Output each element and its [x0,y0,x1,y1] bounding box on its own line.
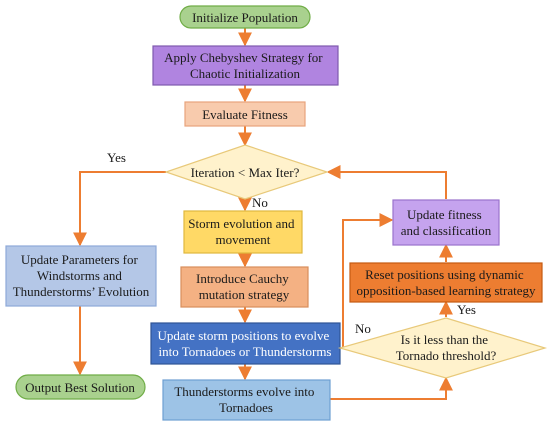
chebyshev-line-0: Apply Chebyshev Strategy for [164,50,323,65]
params-line-2: Thunderstorms’ Evolution [13,284,150,299]
node-chebyshev: Apply Chebyshev Strategy for Chaotic Ini… [152,45,339,86]
svg-text:Iteration < Max Iter?: Iteration < Max Iter? [191,165,300,180]
update-storm-line-0: Update storm positions to evolve [157,328,329,343]
node-reset-positions: Reset positions using dynamic opposition… [349,262,543,303]
tornado-line-0: Is it less than the [401,332,489,347]
storm-line-0: Storm evolution and [188,216,295,231]
node-initialize-population: Initialize Population [179,5,311,29]
svg-text:Evaluate Fitness: Evaluate Fitness [202,107,288,122]
svg-text:Update fitness and class: Update fitness and classification [401,207,492,238]
evaluate-line-0: Evaluate Fitness [202,107,288,122]
arrow-thunder-to-tornado-check [330,376,453,400]
svg-text:Storm evolution and move: Storm evolution and movement [188,216,297,247]
svg-text:Thunderstorms evolve into: Thunderstorms evolve into Tornadoes [174,384,317,415]
params-line-1: Windstorms and [37,268,123,283]
thunder-line-1: Tornadoes [219,400,273,415]
label-iteration-no: No [252,195,268,210]
node-iteration-decision: Iteration < Max Iter? [164,144,329,200]
cauchy-line-0: Introduce Cauchy [196,271,289,286]
svg-text:Reset positions using dynamic: Reset positions using dynamic opposition… [356,267,536,298]
svg-text:Apply Chebyshev Strategy for: Apply Chebyshev Strategy for Chaotic Ini… [164,50,326,81]
node-evaluate-fitness: Evaluate Fitness [184,101,306,127]
thunder-line-0: Thunderstorms evolve into [174,384,314,399]
tornado-line-1: Tornado threshold? [396,348,497,363]
node-update-storm-positions: Update storm positions to evolve into To… [150,322,341,365]
update-storm-line-1: into Tornadoes or Thunderstorms [158,344,331,359]
node-update-parameters: Update Parameters for Windstorms and Thu… [5,245,157,307]
svg-text:Introduce Cauchy mutatio: Introduce Cauchy mutation strategy [196,271,292,302]
label-tornado-no: No [355,321,371,336]
arrow-iteration-yes-to-params [73,171,166,247]
label-tornado-yes: Yes [457,302,476,317]
node-storm-evolution: Storm evolution and movement [183,210,303,254]
chebyshev-line-1: Chaotic Initialization [190,66,301,81]
svg-text:Is it less than the Torn: Is it less than the Tornado threshold? [396,332,497,363]
node-output-best-solution: Output Best Solution [15,374,146,400]
update-fitness-line-1: and classification [401,223,492,238]
iteration-line-0: Iteration < Max Iter? [191,165,300,180]
svg-text:Update Parameters for Wi: Update Parameters for Windstorms and Thu… [13,252,150,299]
arrow-update-fitness-to-iteration [326,165,447,199]
svg-text:Update storm positions to evol: Update storm positions to evolve into To… [157,328,332,359]
reset-line-0: Reset positions using dynamic [365,267,524,282]
params-line-0: Update Parameters for [21,252,139,267]
node-tornado-threshold-decision: Is it less than the Tornado threshold? [337,317,548,379]
init-line-0: Initialize Population [192,10,298,25]
storm-line-1: movement [216,232,271,247]
svg-text:Initialize Population: Initialize Population [192,10,298,25]
output-line-0: Output Best Solution [25,380,135,395]
update-fitness-line-0: Update fitness [407,207,482,222]
node-update-fitness: Update fitness and classification [392,199,500,246]
cauchy-line-1: mutation strategy [199,287,290,302]
label-iteration-yes: Yes [107,150,126,165]
svg-text:Output Best Solution: Output Best Solution [25,380,135,395]
node-cauchy-mutation: Introduce Cauchy mutation strategy [180,266,309,308]
reset-line-1: opposition-based learning strategy [356,283,536,298]
node-thunderstorms-evolve: Thunderstorms evolve into Tornadoes [162,379,331,421]
